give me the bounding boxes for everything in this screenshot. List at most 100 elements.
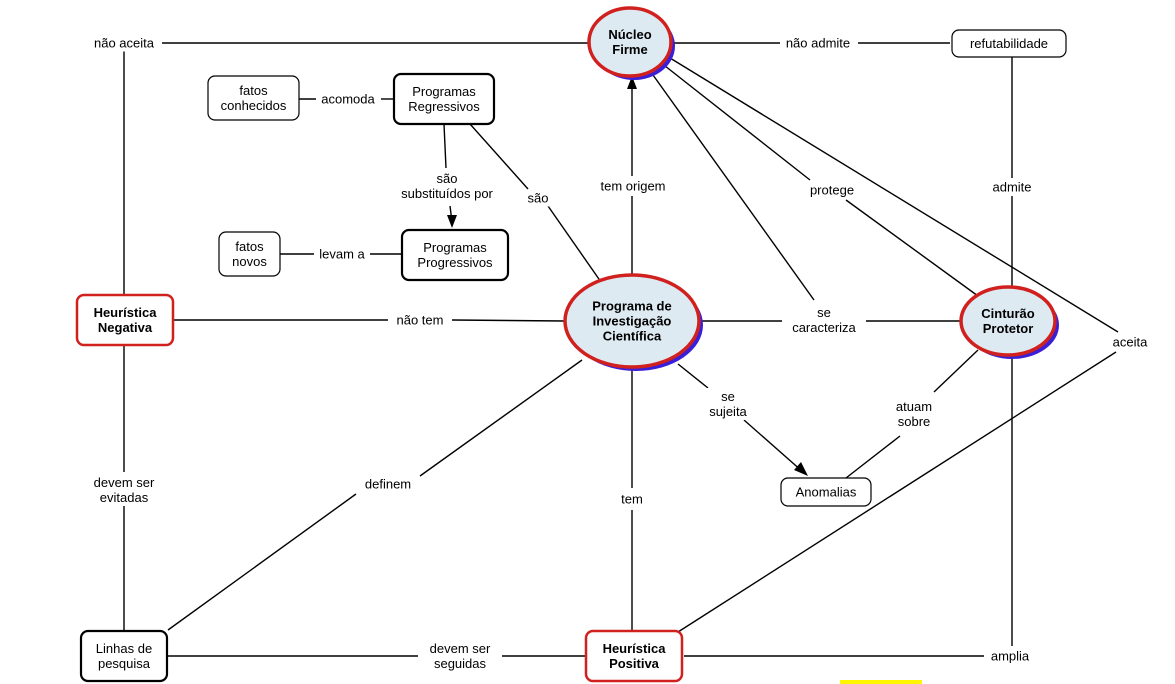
link-label-admite: admite xyxy=(988,178,1036,196)
node-box xyxy=(584,629,684,683)
node-label-line: pesquisa xyxy=(98,656,151,671)
link-label-background xyxy=(780,34,856,52)
node-label-line: Programa de xyxy=(592,299,671,314)
node-label-line: Linhas de xyxy=(96,641,152,656)
node-label-line: Firme xyxy=(612,42,647,57)
link-label-text-line: se xyxy=(721,389,735,404)
edge-se-sujeita-to-anomalias xyxy=(743,419,804,473)
link-label-text-line: protege xyxy=(810,183,854,198)
edge-nao-tem-to-programa xyxy=(451,319,565,322)
link-label-background xyxy=(524,189,552,207)
link-label-text-line: se xyxy=(817,305,831,320)
link-label-background xyxy=(893,398,935,430)
node-anomalias[interactable]: Anomalias xyxy=(780,477,872,507)
node-box xyxy=(218,231,281,277)
link-label-protege: protege xyxy=(804,181,860,199)
arrowhead-to-anomalias xyxy=(794,462,808,476)
link-label-background xyxy=(986,647,1034,665)
link-label-text: não aceita xyxy=(94,36,155,51)
node-label-line: Heurística xyxy=(603,641,667,656)
link-label-text-line: atuam xyxy=(896,399,932,414)
edge-aceita-to-heuristica-positiva xyxy=(677,351,1117,633)
link-label-text-line: tem origem xyxy=(600,179,665,194)
node-box xyxy=(207,75,300,121)
link-label-background xyxy=(86,34,162,52)
link-label-text-line: são xyxy=(528,191,549,206)
edge-nucleo-to-se-caracteriza xyxy=(647,67,815,301)
edges xyxy=(123,42,1119,657)
link-label-text-line: definem xyxy=(365,477,411,492)
node-label-line: Anomalias xyxy=(796,485,857,500)
link-label-definem: definem xyxy=(360,475,416,493)
node-box xyxy=(392,72,496,126)
link-label-background xyxy=(392,311,448,329)
node-label-line: Cinturão xyxy=(981,306,1035,321)
node-label-line: Científica xyxy=(603,329,662,344)
link-label-text: amplia xyxy=(991,649,1030,664)
node-label-line: Núcleo xyxy=(608,27,651,42)
link-label-text-line: não aceita xyxy=(94,36,155,51)
link-label-text-line: aceita xyxy=(1113,335,1148,350)
edge-programa-to-se-sujeita xyxy=(677,363,709,389)
node-box xyxy=(780,477,872,507)
edge-protege-to-cinturao xyxy=(845,199,979,297)
link-label-text-line: devem ser xyxy=(430,641,491,656)
link-label-text-line: devem ser xyxy=(94,475,155,490)
node-refutabilidade[interactable]: refutabilidade xyxy=(951,29,1067,58)
edge-sao-to-programa xyxy=(547,205,602,283)
node-label: Anomalias xyxy=(796,485,857,500)
link-label-levam-a: levam a xyxy=(314,245,370,263)
node-ellipse xyxy=(587,6,673,78)
edge-atuam-sobre-to-anomalias xyxy=(845,435,901,479)
link-label-text-line: não admite xyxy=(786,36,850,51)
link-label-background xyxy=(360,475,416,493)
node-label: refutabilidade xyxy=(970,36,1048,51)
link-label-text: são xyxy=(528,191,549,206)
link-label-tem: tem xyxy=(618,490,646,508)
link-label-background xyxy=(388,170,506,202)
edge-definem-to-linhas xyxy=(167,493,357,631)
link-label-sao: são xyxy=(524,189,552,207)
link-label-text: protege xyxy=(810,183,854,198)
node-label-line: fatos xyxy=(235,239,264,254)
edge-nucleo-to-aceita xyxy=(669,57,1119,333)
link-label-aceita: aceita xyxy=(1106,333,1154,351)
node-ellipse xyxy=(959,285,1057,357)
link-label-text-line: caracteriza xyxy=(792,320,856,335)
node-box xyxy=(400,228,510,282)
link-label-background xyxy=(804,181,860,199)
link-label-text-line: não tem xyxy=(397,313,444,328)
link-label-text-line: são xyxy=(437,171,458,186)
link-label-background xyxy=(314,245,370,263)
link-label-nao-tem: não tem xyxy=(392,311,448,329)
link-label-background xyxy=(700,388,756,420)
node-box xyxy=(79,629,169,683)
link-label-background xyxy=(89,474,159,506)
link-label-tem-origem: tem origem xyxy=(595,177,671,195)
link-label-text-line: sujeita xyxy=(709,404,747,419)
highlight-mark xyxy=(840,680,922,684)
node-label-line: Programas xyxy=(423,240,487,255)
link-label-text-line: sobre xyxy=(898,414,931,429)
